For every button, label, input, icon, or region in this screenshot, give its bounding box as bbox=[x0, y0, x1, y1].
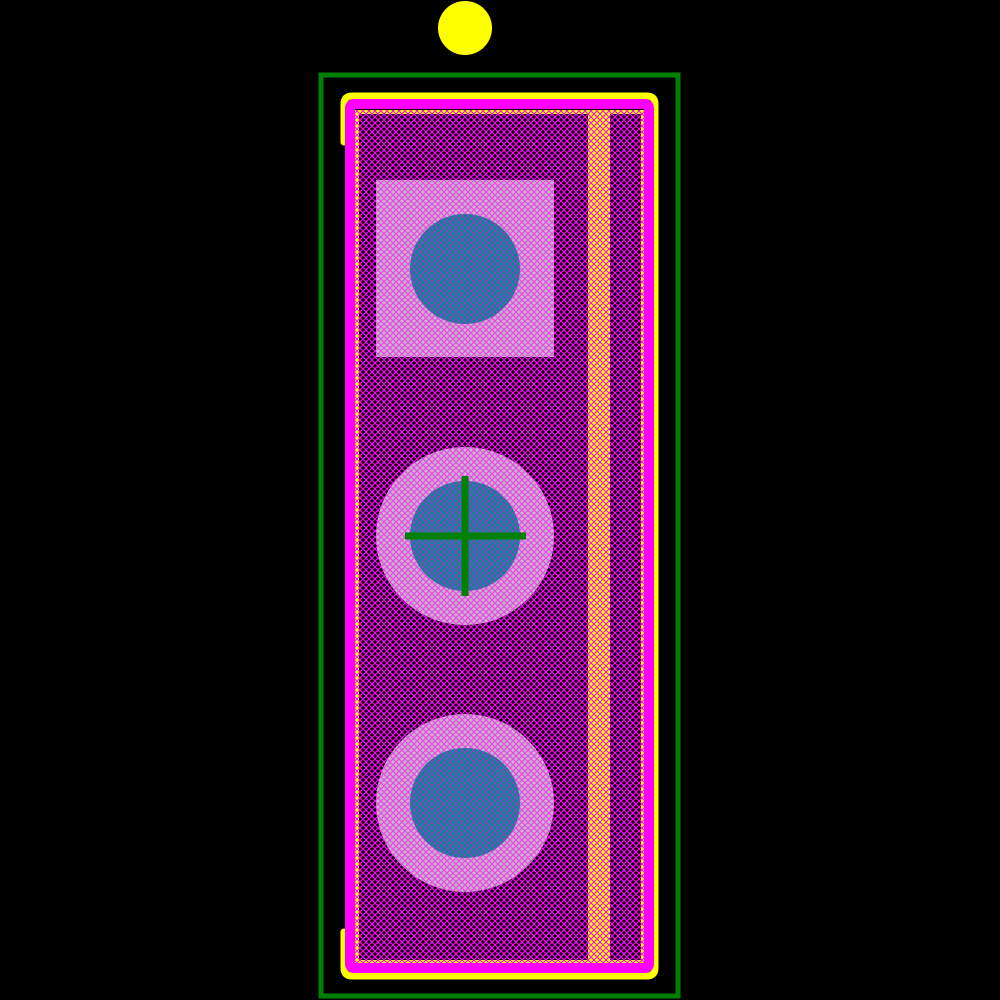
inner-silk-border bbox=[355, 110, 645, 964]
fab-outline bbox=[345, 99, 654, 973]
silk-stripe bbox=[588, 110, 610, 964]
pad-3[interactable] bbox=[376, 714, 554, 892]
silkscreen-outline bbox=[340, 92, 659, 980]
anchor-cross-icon bbox=[405, 476, 526, 596]
pin1-marker-dot bbox=[438, 1, 492, 55]
courtyard-outline bbox=[318, 72, 681, 999]
pad-1[interactable] bbox=[376, 180, 554, 357]
